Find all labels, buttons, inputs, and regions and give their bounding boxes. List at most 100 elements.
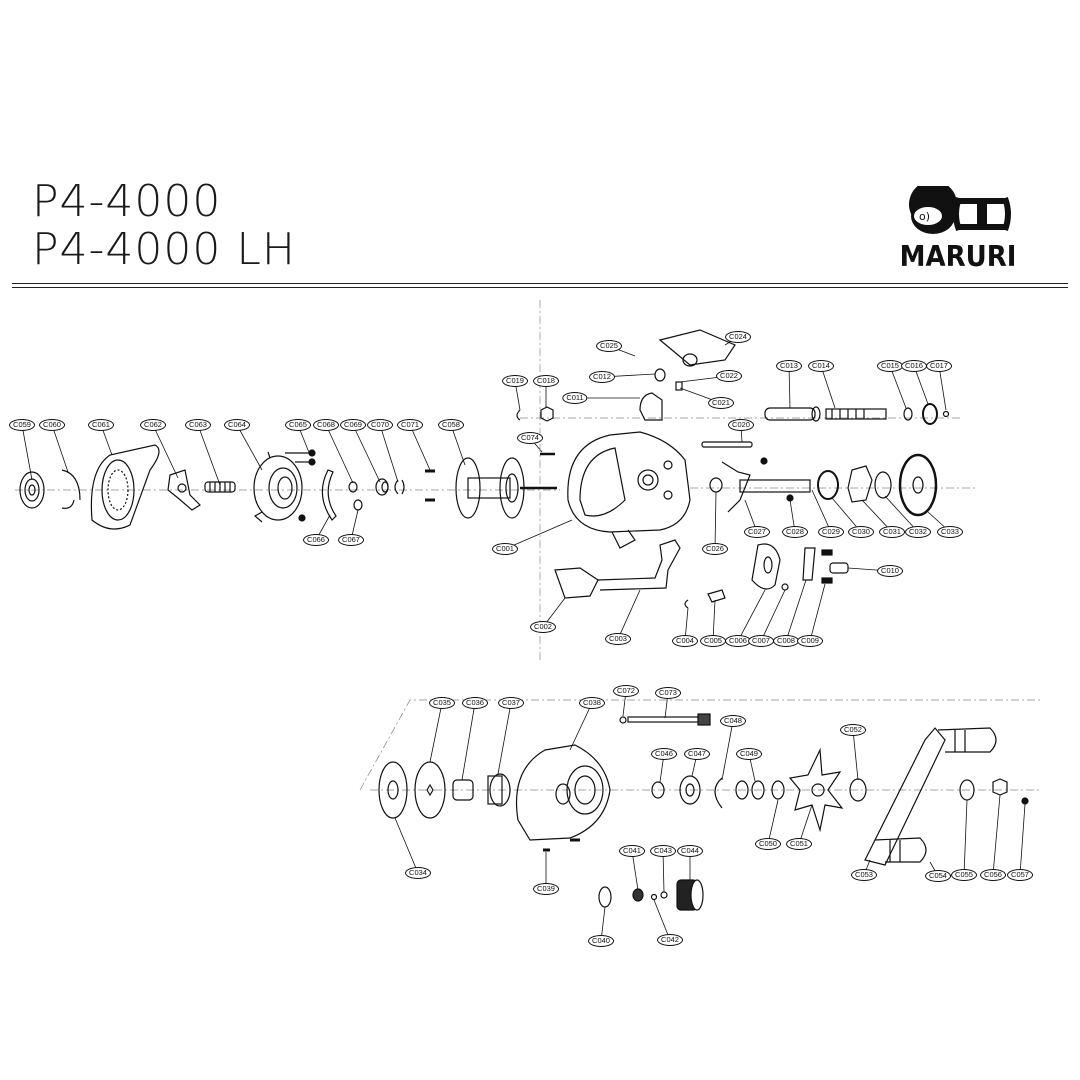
part-label-c017: C017 [926,360,952,372]
part-screws-c065 [285,449,316,522]
part-side-plate [90,444,160,530]
part-label-c022: C022 [716,370,742,382]
part-frame [567,431,691,549]
part-label-c060: C060 [39,419,65,431]
part-washers-c034-c035 [378,761,446,819]
part-brake-lever [167,469,201,511]
part-label-c038: C038 [579,697,605,709]
leader-line [504,519,573,550]
part-handle-nut [959,778,1029,805]
part-side-cover [515,744,611,852]
part-label-c061: C061 [88,419,114,431]
center-lines [15,300,1040,791]
part-label-c041: C041 [619,845,645,857]
part-handle [864,727,997,866]
part-label-c009: C009 [797,635,823,647]
part-label-c047: C047 [684,748,710,760]
leader-line [760,589,786,642]
part-label-c072: C072 [613,685,639,697]
leader-line [631,850,639,891]
part-label-c049: C049 [736,748,762,760]
part-label-c039: C039 [533,883,559,895]
part-washer-c052 [849,778,867,802]
header-divider [12,283,1068,288]
part-label-c064: C064 [224,419,250,431]
part-label-c065: C065 [285,419,311,431]
part-drag-gears [817,453,938,517]
part-label-c031: C031 [879,526,905,538]
part-label-c069: C069 [340,419,366,431]
part-label-c021: C021 [708,397,734,409]
part-label-c050: C050 [755,838,781,850]
part-small-parts [348,478,405,511]
leader-line [325,424,354,484]
part-pin-c020 [701,441,753,448]
part-label-c036: C036 [462,697,488,709]
part-label-c013: C013 [776,360,802,372]
leader-line [662,850,665,893]
part-label-c020: C020 [728,419,754,431]
part-bearing-c036-c037 [452,773,511,807]
part-label-c035: C035 [429,697,455,709]
leader-line [197,424,221,486]
part-label-c025: C025 [596,340,622,352]
leader-line [737,589,766,642]
model-title: P4-4000 [32,176,222,227]
part-label-c062: C062 [140,419,166,431]
part-label-c002: C002 [530,621,556,633]
part-label-c048: C048 [720,715,746,727]
part-label-c056: C056 [980,869,1006,881]
leader-line [788,365,791,409]
part-label-c016: C016 [901,360,927,372]
part-label-c037: C037 [498,697,524,709]
leader-line [497,702,512,775]
leader-line [379,424,399,483]
leader-line [963,799,968,876]
part-label-c073: C073 [655,687,681,699]
leader-line [721,720,734,781]
part-label-c057: C057 [1007,869,1033,881]
part-label-c015: C015 [877,360,903,372]
leader-line [852,729,859,781]
part-label-c042: C042 [657,934,683,946]
leader-line [461,702,476,781]
leader-line [785,579,807,642]
part-brake-shoe-ring [321,469,337,521]
part-rings [651,775,785,809]
part-label-c066: C066 [303,534,329,546]
part-label-c033: C033 [937,526,963,538]
part-c018-c019 [516,406,554,422]
part-label-c070: C070 [367,419,393,431]
part-label-c063: C063 [185,419,211,431]
part-label-c003: C003 [605,633,631,645]
part-label-c059: C059 [9,419,35,431]
part-shaft-c013-c014 [764,406,887,422]
leader-line [429,702,443,763]
part-label-c026: C026 [702,543,728,555]
leader-line [569,702,593,751]
part-label-c053: C053 [851,869,877,881]
leader-line [938,365,947,411]
part-label-c007: C007 [748,635,774,647]
leader-line [51,424,69,473]
part-label-c008: C008 [773,635,799,647]
part-brake-spring [204,481,236,493]
part-label-c040: C040 [588,935,614,947]
part-label-c004: C004 [672,635,698,647]
part-label-c001: C001 [492,543,518,555]
part-label-c011: C011 [562,392,588,404]
part-label-c052: C052 [840,724,866,736]
part-label-c028: C028 [782,526,808,538]
brand-name: MARURI [899,240,1017,274]
part-label-c058: C058 [438,419,464,431]
part-drag-knob [598,879,704,911]
svg-text:o): o) [919,210,930,223]
leader-line [992,794,1001,876]
leader-line [352,424,381,483]
part-label-c067: C067 [338,534,364,546]
part-clip [61,469,81,509]
part-clutch [751,543,849,591]
part-clutch-lever [554,539,726,609]
fish-logo-icon: o) [909,180,1011,234]
part-label-c051: C051 [786,838,812,850]
